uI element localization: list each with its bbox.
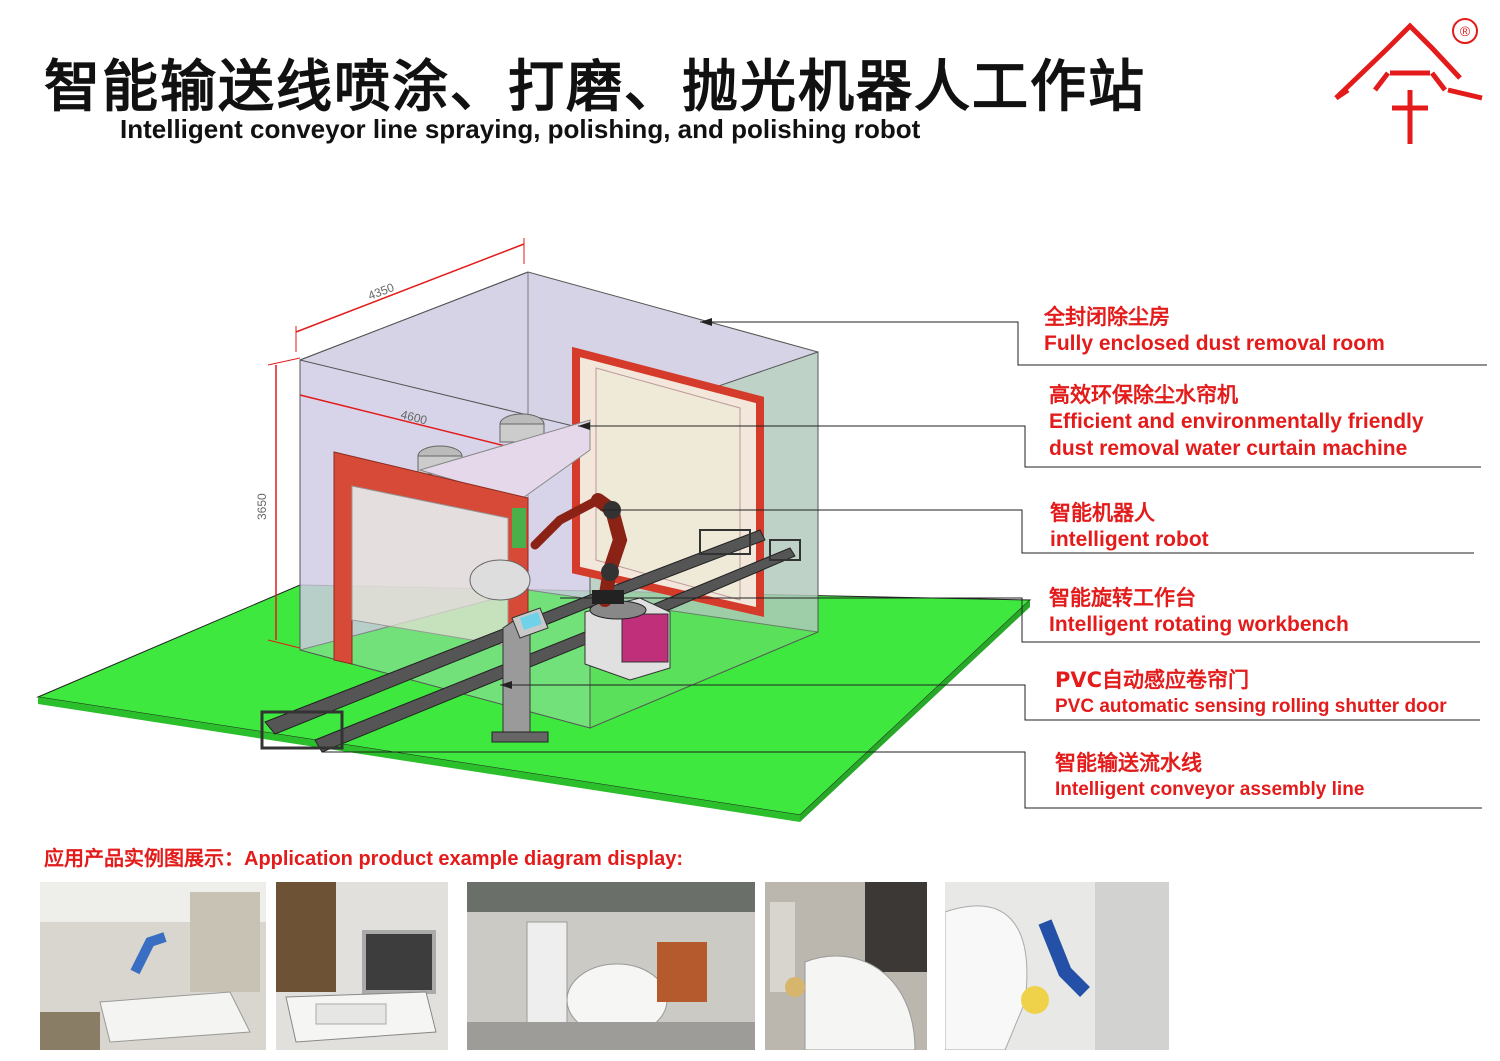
application-section-title: 应用产品实例图展示：Application product example di… <box>44 848 683 870</box>
industrial-robot <box>469 493 628 607</box>
company-logo-icon <box>1334 22 1483 144</box>
workstation-diagram: 4350 4600 3650 <box>36 238 1487 822</box>
callout-workbench: 智能旋转工作台 Intelligent rotating workbench <box>1049 586 1349 636</box>
photo-5 <box>945 882 1169 1050</box>
callout-water-curtain: 高效环保除尘水帘机 Efficient and environmentally … <box>1049 383 1424 460</box>
dimension-depth: 4600 <box>399 407 429 427</box>
callout-dust-room: 全封闭除尘房 Fully enclosed dust removal room <box>1044 305 1385 355</box>
page-title-chinese: 智能输送线喷涂、打磨、抛光机器人工作站 <box>44 55 1146 120</box>
photo-2 <box>276 882 448 1050</box>
photo-4 <box>765 882 927 1050</box>
page-title-english: Intelligent conveyor line spraying, poli… <box>120 114 921 144</box>
callout-shutter-door: PVC自动感应卷帘门 PVC automatic sensing rolling… <box>1055 668 1447 717</box>
callout-conveyor: 智能输送流水线 Intelligent conveyor assembly li… <box>1055 751 1365 800</box>
photo-1 <box>40 882 266 1050</box>
registered-mark: ® <box>1452 18 1478 44</box>
callout-robot: 智能机器人 intelligent robot <box>1050 501 1209 551</box>
dimension-height: 3650 <box>255 493 269 520</box>
photo-3 <box>467 882 755 1050</box>
